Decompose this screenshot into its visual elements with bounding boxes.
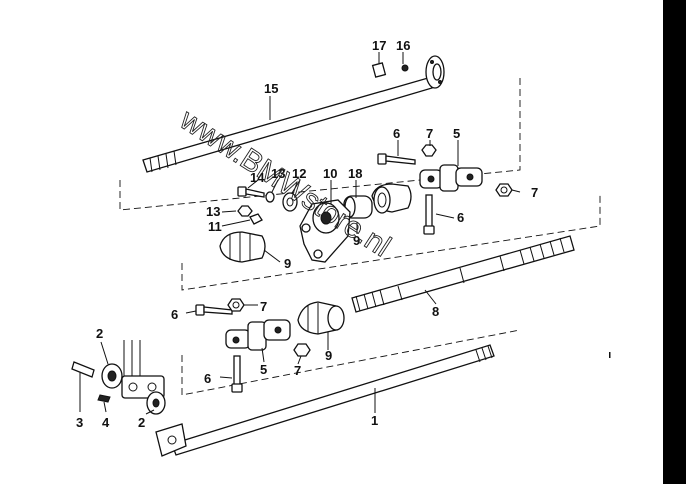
part-6-bolt-lower-horizontal bbox=[195, 304, 233, 316]
part-6-bolt-vertical-lower bbox=[231, 355, 243, 393]
part-5-universal-joint-lower bbox=[225, 319, 291, 351]
callout-7-upper: 7 bbox=[426, 126, 433, 141]
part-15-shaft-with-flange bbox=[142, 55, 445, 173]
part-7-nut-lower-a bbox=[227, 298, 245, 312]
callout-17: 17 bbox=[372, 38, 386, 53]
part-10-bearing-housing bbox=[299, 199, 351, 263]
callout-16: 16 bbox=[396, 38, 410, 53]
callout-7-right: 7 bbox=[531, 185, 538, 200]
part-12-washer bbox=[282, 192, 298, 212]
callout-15: 15 bbox=[264, 81, 278, 96]
part-7-nut-upper-b bbox=[495, 183, 513, 197]
callout-4: 4 bbox=[102, 415, 110, 430]
callout-5-upper: 5 bbox=[453, 126, 460, 141]
callout-6-upper: 6 bbox=[393, 126, 400, 141]
callout-2-upper: 2 bbox=[96, 326, 103, 341]
part-7-nut-upper-a bbox=[421, 144, 437, 157]
part-14-bolt bbox=[237, 186, 265, 198]
part-6-bolt-vertical-upper bbox=[423, 194, 435, 235]
callout-6-right: 6 bbox=[457, 210, 464, 225]
part-3-pin bbox=[71, 361, 95, 378]
speck-mark bbox=[609, 352, 611, 358]
callout-labels: 1 2 2 3 4 5 5 6 6 6 6 7 7 7 7 8 9 9 9 10… bbox=[76, 38, 538, 430]
callout-6-bottom: 6 bbox=[204, 371, 211, 386]
callout-9-left: 9 bbox=[284, 256, 291, 271]
part-2-bushing-upper bbox=[101, 363, 123, 389]
part-13-washer-upper bbox=[265, 191, 275, 203]
part-2-bushing-lower bbox=[146, 391, 166, 415]
callout-13-left: 13 bbox=[206, 204, 220, 219]
callout-9-upper: 9 bbox=[353, 233, 360, 248]
callout-7-lower: 7 bbox=[294, 363, 301, 378]
callout-3: 3 bbox=[76, 415, 83, 430]
callout-18: 18 bbox=[348, 166, 362, 181]
callout-2-lower: 2 bbox=[138, 415, 145, 430]
part-11-clip bbox=[249, 213, 263, 225]
callout-13-upper: 13 bbox=[271, 166, 285, 181]
assembly-guides bbox=[119, 78, 601, 396]
callout-1: 1 bbox=[371, 413, 378, 428]
part-8-middle-shaft bbox=[351, 235, 575, 313]
callout-11: 11 bbox=[208, 219, 222, 234]
part-5-universal-joint-upper bbox=[419, 164, 483, 192]
black-edge-bar bbox=[663, 0, 686, 484]
callout-10: 10 bbox=[323, 166, 337, 181]
callout-12: 12 bbox=[292, 166, 306, 181]
part-7-nut-lower-b bbox=[293, 343, 311, 357]
part-9-boot-upper bbox=[371, 183, 412, 214]
part-9-boot-left bbox=[219, 231, 266, 263]
callout-5-lower: 5 bbox=[260, 362, 267, 377]
callout-7-mid: 7 bbox=[260, 299, 267, 314]
callout-14: 14 bbox=[250, 170, 265, 185]
part-9-boot-lower bbox=[297, 301, 345, 335]
part-4-key bbox=[97, 394, 111, 403]
part-1-lower-shaft bbox=[155, 344, 495, 457]
part-13-nut-lower bbox=[237, 205, 253, 217]
part-6-bolt-upper bbox=[377, 153, 416, 165]
leader-lines bbox=[79, 52, 521, 415]
callout-9-lower: 9 bbox=[325, 348, 332, 363]
callout-8: 8 bbox=[432, 304, 439, 319]
bracket-assembly bbox=[121, 340, 165, 399]
callout-6-left: 6 bbox=[171, 307, 178, 322]
